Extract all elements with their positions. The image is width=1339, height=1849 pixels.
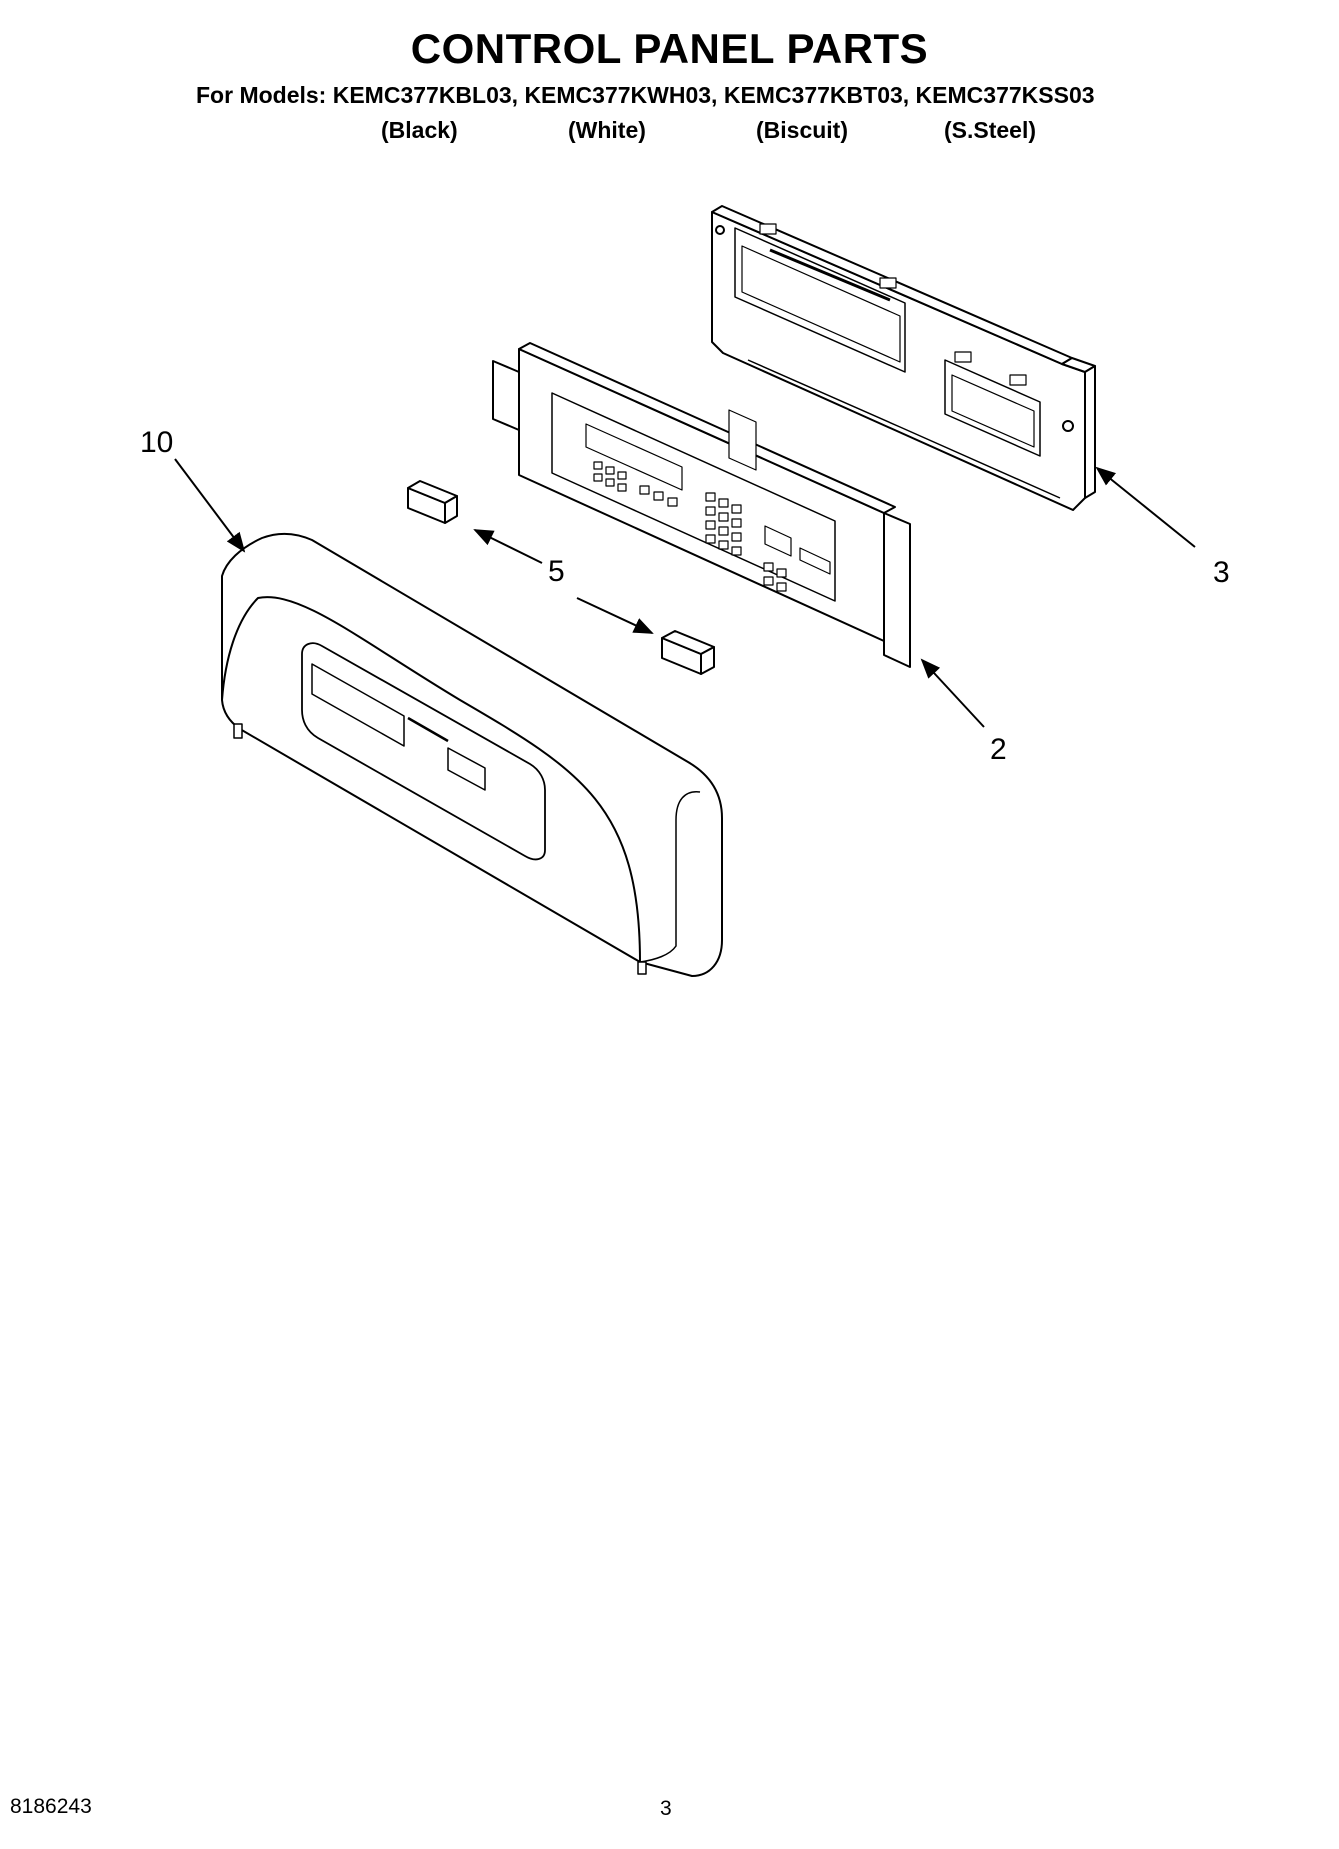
callout-part-10: 10	[140, 426, 174, 459]
leader-lines	[174, 458, 1196, 728]
color-label-black: (Black)	[381, 117, 458, 143]
callout-part-2: 2	[990, 733, 1007, 766]
leader-part-5-lower	[576, 597, 654, 634]
leader-part-3	[1095, 466, 1196, 548]
part-5-clip-upper	[407, 480, 458, 524]
page-number: 3	[660, 1797, 672, 1820]
leader-part-2	[920, 658, 985, 728]
leader-part-10	[174, 458, 246, 553]
color-label-stainless: (S.Steel)	[944, 117, 1037, 143]
leader-part-5-upper	[473, 529, 543, 564]
models-line: For Models: KEMC377KBL03, KEMC377KWH03, …	[196, 82, 1095, 108]
part-10-front-cover	[221, 532, 723, 977]
part-2-control-panel	[492, 342, 911, 668]
callout-part-3: 3	[1213, 556, 1230, 589]
part-5-clip-lower	[661, 630, 715, 675]
document-number: 8186243	[10, 1795, 92, 1818]
color-label-biscuit: (Biscuit)	[756, 117, 848, 143]
callout-part-5: 5	[548, 555, 565, 588]
page-title: CONTROL PANEL PARTS	[410, 25, 929, 72]
color-label-white: (White)	[568, 117, 646, 143]
part-3-rear-housing	[711, 205, 1096, 511]
